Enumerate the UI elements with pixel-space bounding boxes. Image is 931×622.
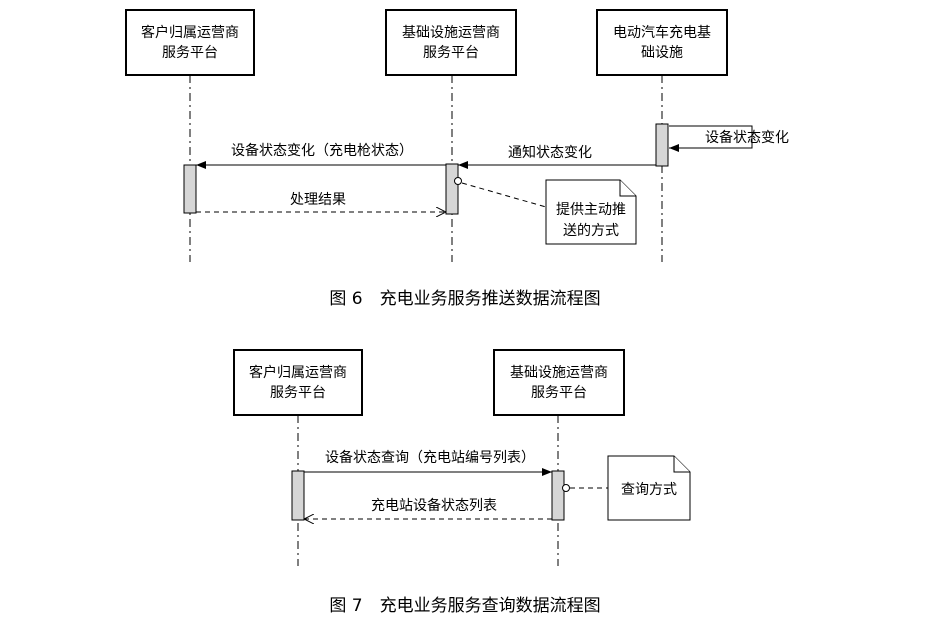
- participant-label-line1: 基础设施运营商: [510, 364, 608, 381]
- message-query-label: 设备状态查询（充电站编号列表）: [325, 449, 535, 466]
- note-query-mode: 查询方式: [607, 455, 691, 521]
- participant-charging-infra: 电动汽车充电基 础设施: [596, 9, 728, 76]
- participant-customer-platform: 客户归属运营商 服务平台: [233, 349, 363, 416]
- participant-infra-platform: 基础设施运营商 服务平台: [385, 9, 517, 76]
- figure-7: 客户归属运营商 服务平台 基础设施运营商 服务平台 设备状态查询（充电站编号列表…: [233, 349, 691, 616]
- note-anchor: [454, 177, 462, 185]
- self-message-arrow: [669, 125, 753, 152]
- message-notify-label: 通知状态变化: [508, 144, 592, 161]
- note-anchor: [562, 484, 570, 492]
- participant-infra-platform: 基础设施运营商 服务平台: [493, 349, 625, 416]
- figure-6-caption: 图 6 充电业务服务推送数据流程图: [329, 289, 600, 309]
- activation-customer-platform: [291, 470, 305, 521]
- activation-customer-platform: [183, 164, 197, 214]
- message-return-label: 处理结果: [290, 192, 346, 208]
- participant-label-line2: 服务平台: [270, 385, 326, 401]
- figure-6: 客户归属运营商 服务平台 基础设施运营商 服务平台 电动汽车充电基 础设施 设备…: [125, 9, 789, 309]
- self-message-label: 设备状态变化: [705, 129, 789, 146]
- message-return-label: 充电站设备状态列表: [371, 497, 497, 514]
- note-connector: [461, 182, 547, 208]
- figure-7-caption: 图 7 充电业务服务查询数据流程图: [329, 596, 600, 616]
- participant-label-line2: 础设施: [641, 45, 683, 61]
- note-text: 查询方式: [621, 482, 677, 498]
- activation-infra-platform: [551, 470, 565, 521]
- note-line1: 提供主动推: [556, 202, 626, 218]
- message-forward-label: 设备状态变化（充电枪状态）: [231, 142, 413, 159]
- note-line2: 送的方式: [563, 223, 619, 239]
- participant-label-line1: 基础设施运营商: [402, 24, 500, 41]
- participant-label-line1: 客户归属运营商: [249, 364, 347, 381]
- participant-label-line2: 服务平台: [531, 385, 587, 401]
- participant-label-line2: 服务平台: [162, 45, 218, 61]
- activation-infra-platform: [445, 163, 459, 215]
- participant-customer-platform: 客户归属运营商 服务平台: [125, 9, 255, 76]
- activation-charging-infra: [655, 123, 669, 167]
- participant-label-line1: 客户归属运营商: [141, 24, 239, 41]
- participant-label-line1: 电动汽车充电基: [613, 24, 711, 41]
- participant-label-line2: 服务平台: [423, 45, 479, 61]
- note-push-mode: 提供主动推 送的方式: [545, 179, 637, 245]
